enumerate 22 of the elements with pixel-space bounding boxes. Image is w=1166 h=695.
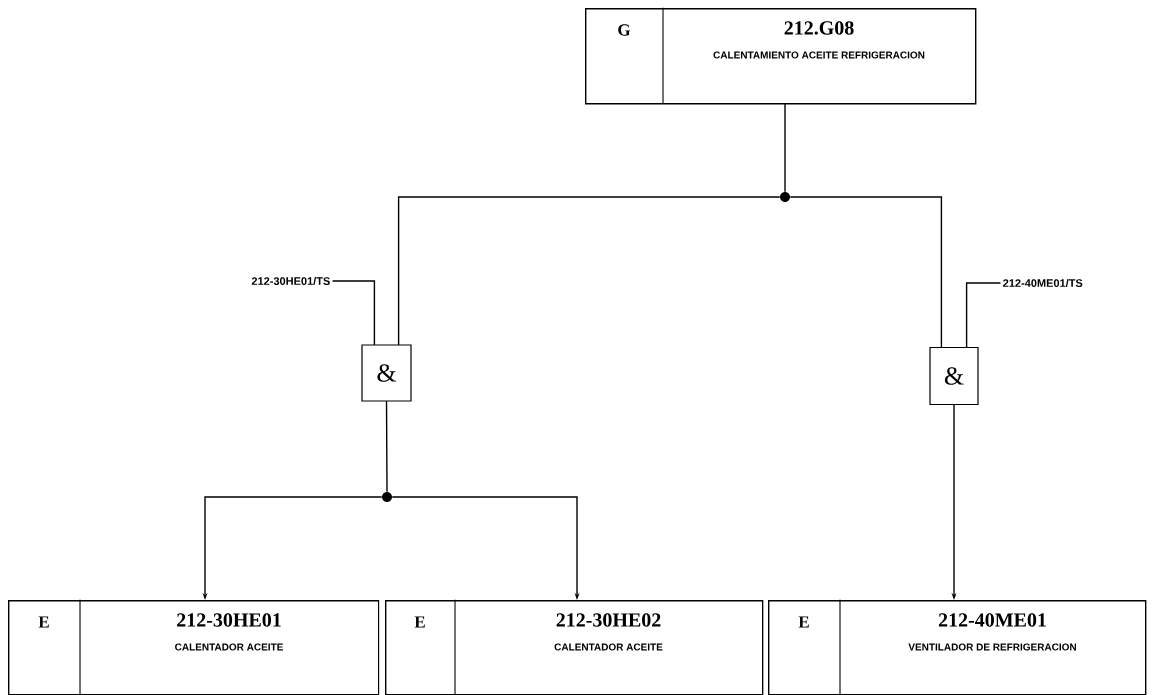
equipment-description: VENTILADOR DE REFRIGERACION — [908, 643, 1076, 651]
type-letter: E — [414, 616, 425, 628]
type-letter: E — [798, 616, 809, 628]
connector — [385, 400, 388, 492]
connector — [332, 280, 376, 346]
connector — [965, 282, 1001, 348]
equipment-code: 212.G08 — [784, 21, 854, 35]
signal-label: 212-30HE01/TS — [251, 276, 330, 286]
equipment-code: 212-30HE01 — [177, 613, 281, 627]
connector — [790, 196, 943, 348]
equipment-description: CALENTAMIENTO ACEITE REFRIGERACION — [713, 51, 925, 59]
equipment-description: CALENTADOR ACEITE — [175, 643, 283, 651]
type-letter: E — [38, 616, 49, 628]
and-gate: & — [361, 344, 412, 402]
connector — [784, 103, 786, 192]
and-gate: & — [929, 346, 979, 406]
equipment-code: 212-40ME01 — [938, 613, 1046, 627]
type-letter: G — [618, 24, 631, 36]
equipment-description: CALENTADOR ACEITE — [554, 643, 663, 651]
signal-label: 212-40ME01/TS — [1003, 278, 1083, 288]
connector — [397, 196, 780, 346]
equipment-code: 212-30HE02 — [556, 613, 661, 627]
